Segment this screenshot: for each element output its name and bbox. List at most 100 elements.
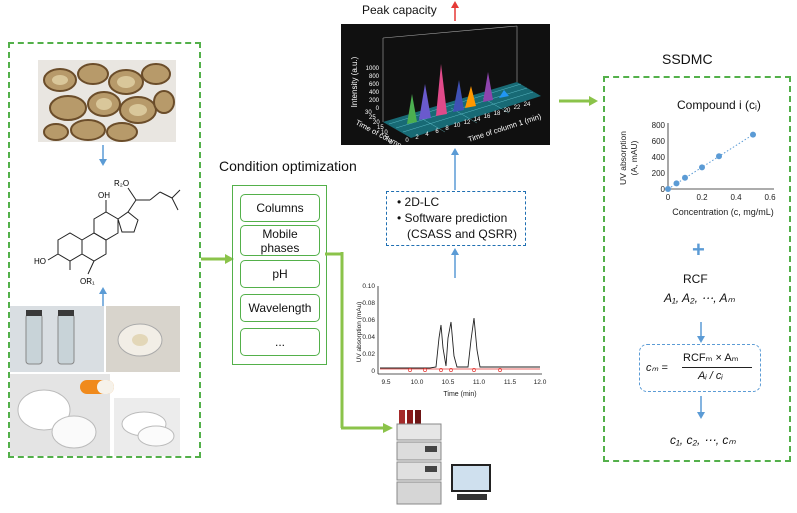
col2-tick: 10 [381,130,388,136]
z-tick: 600 [369,82,380,88]
twod-lc-bullet: • 2D-LC [397,195,440,209]
calib-y-tick: 0 [661,185,666,194]
col1-tick: 8 [445,126,449,132]
chrom-x-tick: 11.0 [473,379,486,386]
calib-y-label-line1: UV absorption [618,131,628,185]
ginsenoside-structure: R₂O OH HO OR₁ [34,179,181,286]
calib-data-point [673,180,680,187]
chrom-x-tick: 9.5 [381,379,390,386]
col1-tick: 14 [474,117,481,123]
col1-tick: 20 [504,108,511,114]
or1-label: OR₁ [80,277,95,286]
arrow-down-icon [697,396,705,419]
chrom-y-tick: 0.04 [362,334,375,341]
rcf-label: RCF [683,272,708,286]
col2-tick: 30 [365,110,372,116]
arrow-right-icon [201,254,234,264]
arrow-down-icon [697,322,705,343]
formula-fraction-line [682,367,752,368]
col1-tick: 16 [484,114,491,120]
3d-chromatogram-plot: Intensity (a.u.) 1000 800 600 400 200 0 … [341,24,550,145]
r2o-label: R₂O [114,179,129,188]
col1-tick: 10 [454,123,461,129]
chrom-x-tick: 10.0 [411,379,424,386]
col2-tick: 20 [373,120,380,126]
chrom-x-tick: 12.0 [534,379,547,386]
col1-tick: 6 [435,129,439,135]
condition-item-wavelength: Wavelength [240,294,320,322]
col2-tick: 25 [369,115,376,121]
col1-tick: 22 [514,105,521,111]
ho-label: HO [34,257,46,266]
chrom-y-tick: 0.08 [362,300,375,307]
arrow-up-icon [451,148,459,190]
formula-denominator: Aᵢ / cᵢ [698,370,723,382]
formula-numerator: RCFₘ × Aₘ [683,352,739,364]
formula-box [639,344,761,392]
calibration-chart: 800 600 400 200 0 0 0.2 0.4 0.6 UV absor… [618,121,776,217]
col2-tick: 5 [385,135,389,141]
csass-qsrr-text: (CSASS and QSRR) [407,227,518,241]
condition-title: Condition optimization [219,158,357,174]
calib-data-point [665,186,671,192]
col1-tick: 0 [405,138,409,144]
calib-y-tick: 800 [652,121,666,130]
software-prediction-text: Software prediction [404,211,508,225]
condition-item-ph: pH [240,260,320,288]
products-photo-collage [10,306,180,456]
z-tick: 0 [376,106,380,112]
arrow-up-red-icon [451,1,459,21]
condition-item-columns: Columns [240,194,320,222]
col1-tick: 2 [415,135,419,141]
condition-panel [232,185,327,365]
plus-sign: + [692,237,705,262]
col1-tick: 4 [425,132,429,138]
condition-item-mobile-phases: Mobile phases [240,225,320,256]
col2-tick: 0 [389,140,393,145]
calib-trendline [667,134,754,190]
z-tick: 200 [369,98,380,104]
twod-lc-text: 2D-LC [404,195,440,209]
twod-lc-box [386,191,526,246]
calib-y-label-line2: (A, mAU) [629,140,639,175]
arrow-down-icon [99,145,107,166]
arrow-up-icon [451,248,459,278]
condition-item-more: ... [240,328,320,356]
calib-x-tick: 0.2 [696,193,708,202]
result-values: c₁, c₂, ⋯, cₘ [670,433,736,447]
col1-tick: 24 [524,102,531,108]
peak-capacity-title: Peak capacity [362,3,437,17]
ssdmc-panel [603,76,791,462]
arrow-up-icon [99,287,107,307]
calib-x-tick: 0.4 [730,193,742,202]
calib-x-label: Concentration (c, mg/mL) [672,207,774,217]
formula-lhs: cₘ = [646,362,668,374]
chrom-x-label: Time (min) [443,391,476,398]
chrom-x-tick: 11.5 [504,379,517,386]
calib-x-tick: 0.6 [764,193,776,202]
calib-data-point [750,131,756,138]
calib-x-tick: 0 [666,193,671,202]
chrom-y-tick: 0 [371,368,375,375]
col2-tick: 15 [377,125,384,131]
software-prediction-bullet: • Software prediction [397,211,508,225]
calib-y-tick: 200 [652,169,666,178]
chrom-y-label: UV absorption (mAu) [356,302,363,363]
calib-data-point [699,164,705,171]
chrom-y-tick: 0.10 [362,283,375,290]
z-tick: 800 [369,74,380,80]
col1-tick: 18 [494,111,501,117]
chrom-y-tick: 0.06 [362,317,375,324]
calib-y-tick: 400 [652,153,666,162]
z-tick: 400 [369,90,380,96]
ssdmc-title: SSDMC [662,51,713,67]
chrom-x-tick: 10.5 [442,379,455,386]
calib-data-point [716,153,722,160]
chromatogram-plot: 0.10 0.08 0.06 0.04 0.02 0 UV absorption… [356,283,547,398]
arrow-right-icon [559,96,598,106]
herb-slices-image [38,60,176,142]
z-tick: 1000 [366,66,380,72]
oh-label: OH [98,191,110,200]
chrom-y-tick: 0.02 [362,351,375,358]
left-panel [8,42,201,458]
